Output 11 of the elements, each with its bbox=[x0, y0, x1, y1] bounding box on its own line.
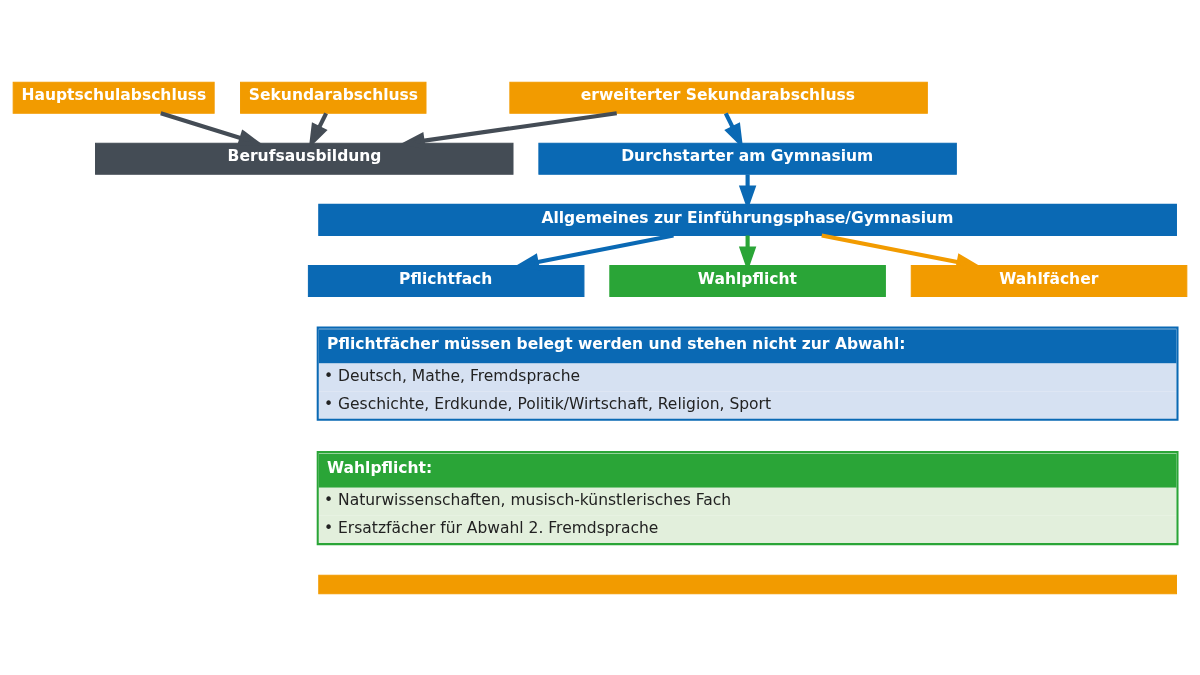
node-box: Sekundarabschluss bbox=[240, 81, 427, 114]
node-box: erweiterter Sekundarabschluss bbox=[509, 81, 928, 114]
node-box: Pflichtfach bbox=[307, 264, 585, 297]
node-box: Hauptschulabschluss bbox=[12, 81, 215, 114]
node-box: Wahlpflicht bbox=[609, 264, 886, 297]
node-box: Berufsausbildung bbox=[95, 142, 514, 175]
arrow bbox=[160, 110, 264, 146]
node-box bbox=[318, 574, 1177, 594]
node-box: Allgemeines zur Einführungsphase/Gymnasium bbox=[318, 203, 1177, 236]
node-box: Wahlfächer bbox=[910, 264, 1188, 297]
node-box: Durchstarter am Gymnasium bbox=[538, 142, 957, 175]
